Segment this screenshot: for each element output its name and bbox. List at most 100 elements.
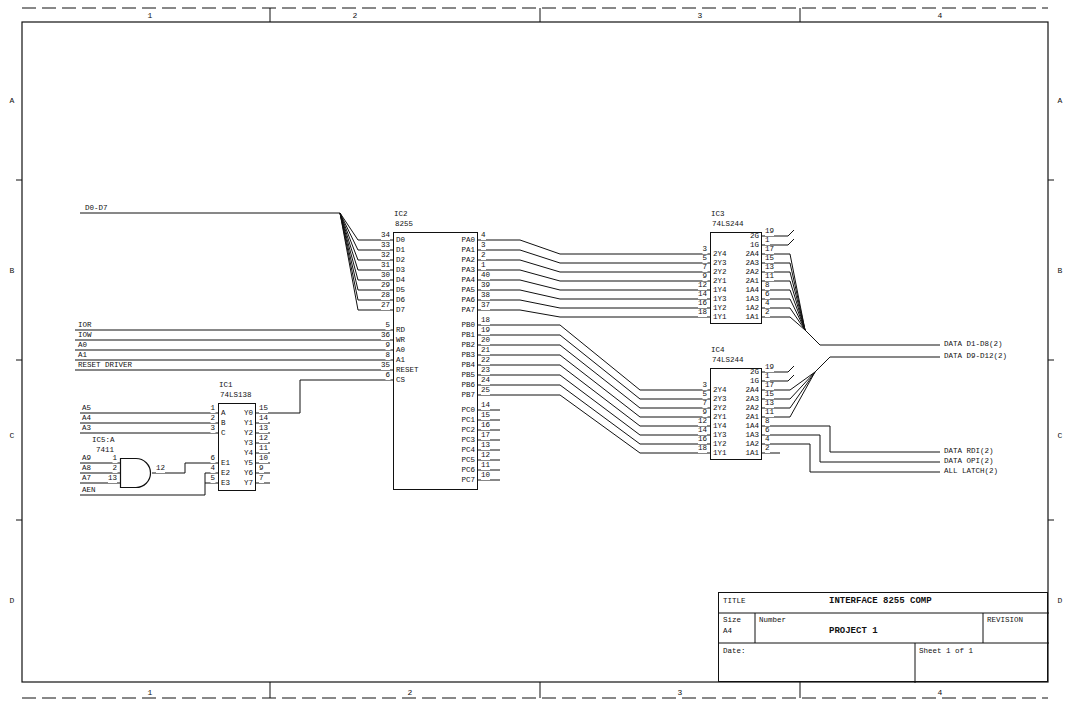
pin-number: 32 (381, 252, 390, 260)
pin-name: PB3 (461, 352, 475, 360)
signal-connector (478, 290, 710, 299)
pin-number: 28 (381, 292, 390, 300)
pin-number: 33 (381, 242, 390, 250)
pin-name: Y2 (244, 430, 253, 438)
pin-number: 40 (481, 272, 490, 280)
pin-name: 2Y1 (713, 414, 727, 422)
pin-name: PB2 (461, 342, 475, 350)
address-wire (80, 463, 120, 464)
pin-name: E3 (221, 480, 230, 488)
pin-number: 11 (259, 445, 268, 453)
pin-number: 13 (481, 442, 490, 450)
pin-stub (256, 473, 270, 474)
pin-name: D6 (396, 297, 405, 305)
pin-stub (256, 443, 270, 444)
pin-number: 15 (765, 391, 774, 399)
signal-name: DATA D9-D12(2) (944, 353, 1007, 361)
pin-name: 1A1 (745, 314, 759, 322)
address-wire (80, 483, 120, 484)
output-wire (762, 254, 805, 330)
signal-connector (478, 310, 710, 317)
pin-name: 1Y3 (713, 432, 727, 440)
pin-name: PB0 (461, 322, 475, 330)
chip-label: IC5:A (92, 437, 115, 445)
chip-label: REVISION (987, 617, 1023, 625)
chip-label: IC1 (219, 382, 233, 390)
output-wire (762, 308, 805, 330)
pin-number: 19 (765, 228, 774, 236)
title-rule (983, 613, 984, 643)
zone-marker: 2 (353, 12, 358, 20)
pin-number: 18 (698, 309, 707, 317)
pin-name: D3 (396, 267, 405, 275)
pin-number: 4 (210, 465, 215, 473)
pin-name: Y1 (244, 420, 253, 428)
pin-number: 8 (765, 418, 770, 426)
pin-stub (256, 483, 270, 484)
pin-number: 2 (481, 252, 486, 260)
pin-name: PB6 (461, 382, 475, 390)
pin-name: 1A2 (745, 441, 759, 449)
pin-stub (478, 420, 500, 421)
pin-number: 8 (765, 282, 770, 290)
pin-number: 15 (481, 412, 490, 420)
pin-number: 12 (698, 418, 707, 426)
pin-number: 1 (765, 373, 770, 381)
pin-number: 17 (765, 382, 774, 390)
and-gate-7411: IC5:A7411 (120, 458, 152, 488)
title-rule (915, 643, 916, 683)
pin-name: PA2 (461, 257, 475, 265)
pin-name: PB4 (461, 362, 475, 370)
chip-label: PROJECT 1 (829, 627, 878, 636)
enable-wire (80, 473, 218, 495)
zone-marker: 4 (938, 12, 943, 20)
output-wire (762, 317, 805, 330)
pin-name: 1Y2 (713, 441, 727, 449)
frame-tick (800, 8, 801, 22)
pin-name: B (221, 420, 226, 428)
pin-name: A1 (396, 357, 405, 365)
pin-name: PA3 (461, 267, 475, 275)
frame-tick (16, 180, 22, 181)
signal-connector (478, 270, 710, 281)
pin-number: 27 (381, 302, 390, 310)
pin-name: E2 (221, 470, 230, 478)
address-wire (80, 423, 218, 424)
signal-name: A1 (78, 352, 87, 360)
pin-name: D4 (396, 277, 405, 285)
pin-number: 34 (381, 232, 390, 240)
pin-number: 11 (765, 273, 774, 281)
pin-name: 2Y3 (713, 260, 727, 268)
zone-marker: C (10, 432, 15, 440)
pin-number: 15 (259, 405, 268, 413)
signal-name: AEN (82, 487, 96, 495)
zone-marker: B (1058, 267, 1063, 275)
pin-number: 29 (381, 282, 390, 290)
pin-name: 1A3 (745, 432, 759, 440)
output-wire (762, 435, 940, 462)
pin-name: 1A4 (745, 423, 759, 431)
pin-stub (478, 470, 500, 471)
pin-name: PC2 (461, 427, 475, 435)
chip-label: 7411 (96, 447, 114, 455)
pin-name: 2Y2 (713, 269, 727, 277)
pin-name: 2A1 (745, 414, 759, 422)
pin-number: 12 (259, 435, 268, 443)
frame-tick (540, 8, 541, 22)
pin-number: 4 (765, 436, 770, 444)
pin-name: PC5 (461, 457, 475, 465)
pin-name: 1Y3 (713, 296, 727, 304)
title-rule (755, 613, 756, 643)
frame-bottom-rule (22, 698, 1048, 699)
signal-name: DATA OPI(2) (944, 458, 994, 466)
pin-name: D7 (396, 307, 405, 315)
pin-number: 13 (259, 425, 268, 433)
signal-connector (478, 250, 710, 263)
frame-top-rule (22, 8, 1048, 9)
frame-tick (270, 682, 271, 698)
pin-number: 17 (481, 432, 490, 440)
title-rule (719, 643, 1049, 644)
pin-number: 19 (765, 364, 774, 372)
pin-number: 12 (698, 282, 707, 290)
pin-number: 6 (765, 427, 770, 435)
